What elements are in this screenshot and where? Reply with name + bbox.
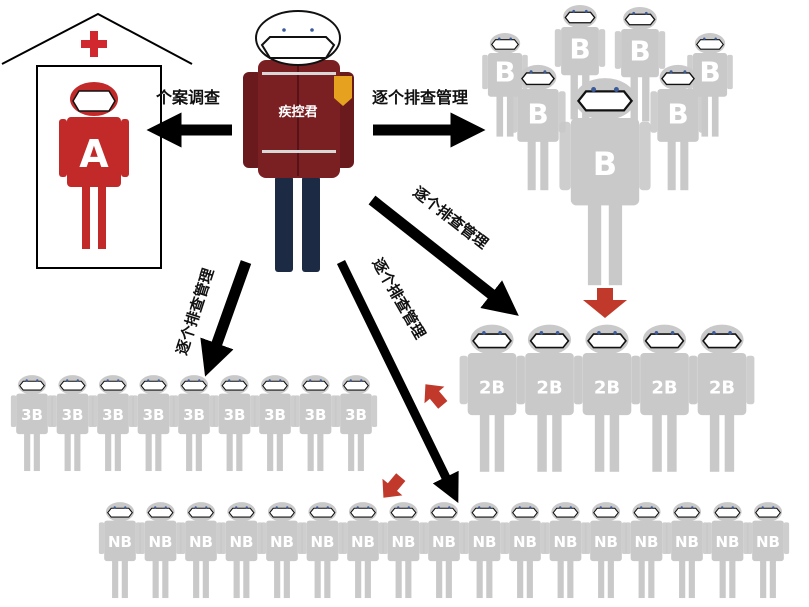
patient-a-figure: A (59, 82, 129, 249)
caption-case-investigation: 个案调查 (155, 88, 220, 107)
contact-b-figure: B (510, 64, 566, 191)
contact-nb-figure: NB (139, 502, 182, 599)
contact-3b-figure: 3B (294, 375, 337, 472)
contact-b-figure-label: B (494, 56, 515, 89)
contact-nb-figure-label: NB (473, 533, 497, 551)
contact-nb-figure: NB (706, 502, 749, 599)
contact-nb-figure-label: NB (756, 533, 780, 551)
contact-2b-figure: 2B (574, 324, 640, 472)
contact-nb-figure-label: NB (108, 533, 132, 551)
contact-nb-figure-label: NB (594, 533, 618, 551)
contact-3b-figure-label: 3B (21, 406, 43, 424)
contact-nb-figure-label: NB (392, 533, 416, 551)
red-cross-icon (81, 31, 107, 57)
contact-3b-figure-label: 3B (62, 406, 84, 424)
contact-2b-figure-label: 2B (536, 378, 562, 399)
contact-3b-figure: 3B (213, 375, 256, 472)
patient-a-label: A (79, 132, 109, 176)
contact-nb-figure: NB (463, 502, 506, 599)
contact-nb-figure: NB (746, 502, 790, 599)
contact-nb-figure-label: NB (635, 533, 659, 551)
contact-nb-figure: NB (625, 502, 668, 599)
contact-nb-figure-label: NB (311, 533, 335, 551)
caption-trace-right: 逐个排查管理 (372, 88, 468, 107)
contact-b-figure-label: B (569, 33, 590, 66)
contact-nb-figure-label: NB (675, 533, 699, 551)
contact-nb-figure: NB (544, 502, 587, 599)
contact-3b-figure: 3B (253, 375, 297, 472)
arrow-to-2b (368, 195, 519, 316)
investigator: 疾控君 (243, 10, 354, 272)
contact-3b-figure-label: 3B (102, 406, 124, 424)
contacts-2b-group: 2B 2B 2B 2B 2B (459, 324, 755, 472)
arrow-to-nb (336, 260, 459, 503)
contact-nb-figure-label: NB (189, 533, 213, 551)
contact-3b-figure: 3B (334, 375, 378, 472)
red-arrow-3b-to-nb (382, 473, 406, 498)
contact-3b-figure-label: 3B (224, 406, 246, 424)
contact-b-figure-label: B (699, 56, 720, 89)
contact-nb-figure-label: NB (351, 533, 375, 551)
contact-3b-figure-label: 3B (345, 406, 367, 424)
contact-3b-figure: 3B (132, 375, 175, 472)
contacts-3b-group: 3B 3B 3B 3B 3B 3B 3B 3B 3B (10, 375, 378, 472)
contact-b-figure-label: B (593, 145, 617, 183)
contact-b-figure: B (614, 6, 666, 122)
contact-2b-figure-label: 2B (709, 378, 735, 399)
contact-nb-figure: NB (260, 502, 304, 599)
contact-nb-figure: NB (665, 502, 709, 599)
contact-3b-figure-label: 3B (305, 406, 327, 424)
contacts-nb-group: NB NB NB NB NB NB NB NB NB NB NB NB NB NB NB NB NB (98, 502, 790, 599)
contact-nb-figure-label: NB (513, 533, 537, 551)
contact-nb-figure: NB (220, 502, 263, 599)
investigator-figure: 疾控君 (243, 10, 354, 272)
contact-nb-figure: NB (503, 502, 547, 599)
contact-2b-figure: 2B (689, 324, 755, 472)
contact-nb-figure: NB (179, 502, 223, 599)
red-arrow-b-to-2b (583, 288, 627, 318)
contact-2b-figure-label: 2B (594, 378, 620, 399)
patient-a: A (59, 82, 129, 249)
contact-3b-figure-label: 3B (264, 406, 286, 424)
contact-nb-figure: NB (98, 502, 142, 599)
red-arrows (382, 288, 627, 498)
contact-nb-figure: NB (422, 502, 466, 599)
contact-b-figure: B (687, 33, 733, 137)
contact-2b-figure: 2B (459, 324, 525, 472)
contact-nb-figure-label: NB (554, 533, 578, 551)
contact-b-figure-label: B (629, 35, 650, 68)
caption-trace-left: 逐个排查管理 (173, 266, 218, 357)
contact-3b-figure: 3B (91, 375, 135, 472)
contact-3b-figure-label: 3B (143, 406, 165, 424)
contact-2b-figure-label: 2B (651, 378, 677, 399)
contact-3b-figure-label: 3B (183, 406, 205, 424)
contact-nb-figure-label: NB (149, 533, 173, 551)
contact-2b-figure-label: 2B (479, 378, 505, 399)
contact-b-figure: B (482, 33, 528, 137)
contact-nb-figure-label: NB (432, 533, 456, 551)
contact-nb-figure-label: NB (270, 533, 294, 551)
arrow-to-3b (200, 260, 252, 377)
contact-b-figure-label: B (667, 98, 688, 131)
contact-nb-figure: NB (382, 502, 425, 599)
contact-3b-figure: 3B (10, 375, 54, 472)
contact-nb-figure: NB (341, 502, 385, 599)
contact-2b-figure: 2B (632, 324, 697, 472)
contact-nb-figure-label: NB (230, 533, 254, 551)
contact-nb-figure-label: NB (716, 533, 740, 551)
investigator-name: 疾控君 (278, 104, 317, 120)
contact-b-figure: B (650, 64, 706, 191)
contact-b-figure-label: B (527, 98, 548, 131)
contact-3b-figure: 3B (51, 375, 94, 472)
contact-2b-figure: 2B (517, 324, 582, 472)
red-arrow-2b-to-3b (424, 384, 448, 409)
arrows (146, 112, 519, 503)
contact-nb-figure: NB (584, 502, 628, 599)
contact-3b-figure: 3B (172, 375, 216, 472)
contact-nb-figure: NB (301, 502, 344, 599)
contact-b-figure: B (559, 78, 651, 286)
badge-icon (334, 76, 352, 106)
